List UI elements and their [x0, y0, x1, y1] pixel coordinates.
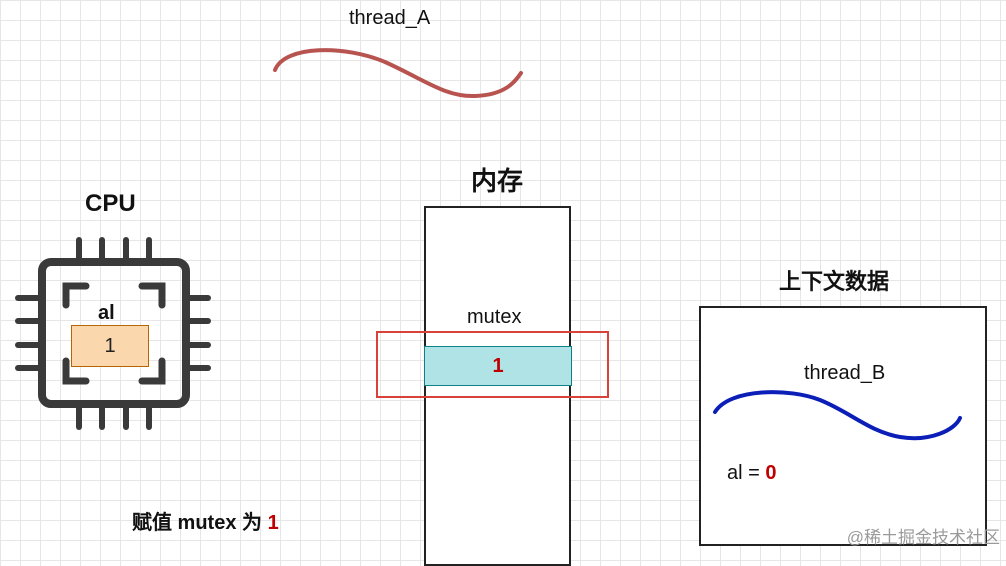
caption: 赋值 mutex 为 1: [132, 506, 279, 535]
context-register-prefix: al =: [727, 462, 766, 484]
register-value-box: 1: [71, 325, 149, 367]
cpu-chip-icon: [15, 237, 211, 430]
context-register-value: 0: [765, 462, 777, 484]
watermark: @稀土掘金技术社区: [846, 528, 1000, 547]
thread-b-squiggle: [713, 390, 962, 441]
register-name: al: [98, 302, 115, 324]
thread-a-label: thread_A: [349, 7, 431, 29]
mutex-memory-cell: 1: [424, 346, 572, 386]
mutex-highlight-frame: [376, 331, 609, 398]
memory-column: [424, 206, 571, 566]
cpu-title: CPU: [85, 190, 136, 217]
mutex-label: mutex: [467, 306, 522, 328]
caption-text: 赋值 mutex 为: [132, 512, 268, 534]
mutex-value: 1: [492, 354, 504, 377]
caption-value: 1: [267, 512, 279, 534]
thread-a-squiggle: [273, 48, 523, 99]
context-register-line: al = 0: [727, 462, 776, 485]
context-title: 上下文数据: [779, 269, 890, 294]
register-value: 1: [104, 334, 116, 357]
context-box: [699, 306, 987, 546]
memory-title: 内存: [471, 166, 524, 196]
thread-b-label: thread_B: [804, 362, 886, 384]
